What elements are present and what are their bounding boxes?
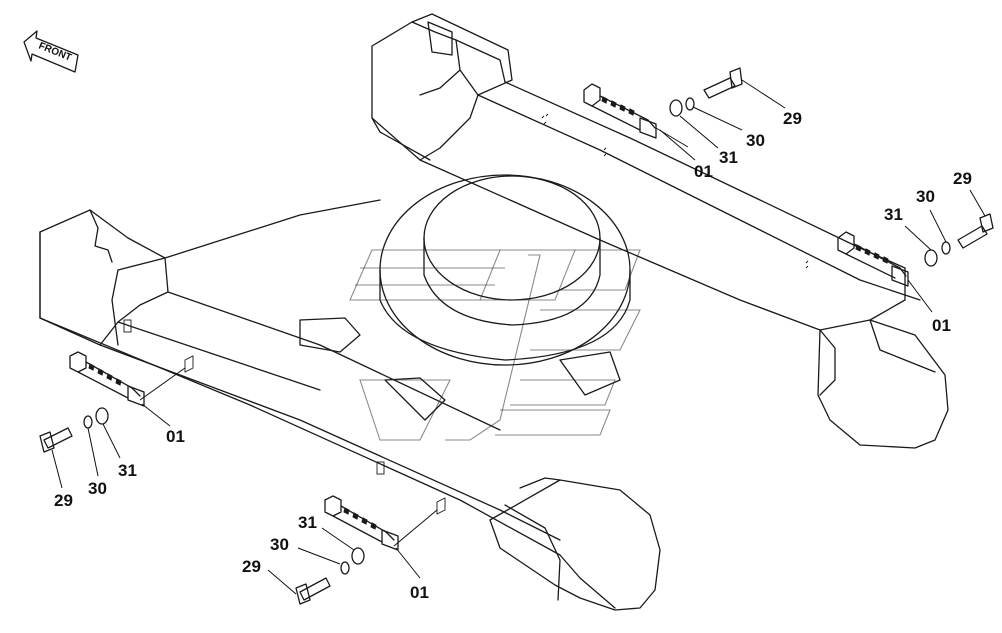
callout-29-right: 29 bbox=[953, 169, 972, 188]
bracket-assembly-right bbox=[837, 189, 994, 313]
callout-30-bottom: 30 bbox=[270, 535, 289, 554]
callout-01-left: 01 bbox=[166, 427, 185, 446]
callout-30-top: 30 bbox=[746, 131, 765, 150]
bracket-assembly-top bbox=[583, 67, 786, 161]
callout-01-bottom: 01 bbox=[410, 583, 429, 602]
front-direction-arrow: FRONT bbox=[23, 30, 79, 73]
callout-30-right: 30 bbox=[916, 187, 935, 206]
bracket-assembly-bottom bbox=[267, 495, 446, 605]
callout-29-bottom: 29 bbox=[242, 557, 261, 576]
watermark-logo bbox=[349, 249, 641, 441]
front-label: FRONT bbox=[37, 41, 73, 64]
callout-29-left: 29 bbox=[54, 491, 73, 510]
callout-29-top: 29 bbox=[783, 109, 802, 128]
bracket-assembly-left bbox=[39, 351, 194, 489]
track-frame bbox=[39, 13, 949, 611]
callout-31-top: 31 bbox=[719, 148, 738, 167]
callout-01-right: 01 bbox=[932, 316, 951, 335]
callout-01-top: 01 bbox=[694, 162, 713, 181]
callout-31-bottom: 31 bbox=[298, 513, 317, 532]
callout-31-left: 31 bbox=[118, 461, 137, 480]
callout-30-left: 30 bbox=[88, 479, 107, 498]
callout-31-right: 31 bbox=[884, 205, 903, 224]
